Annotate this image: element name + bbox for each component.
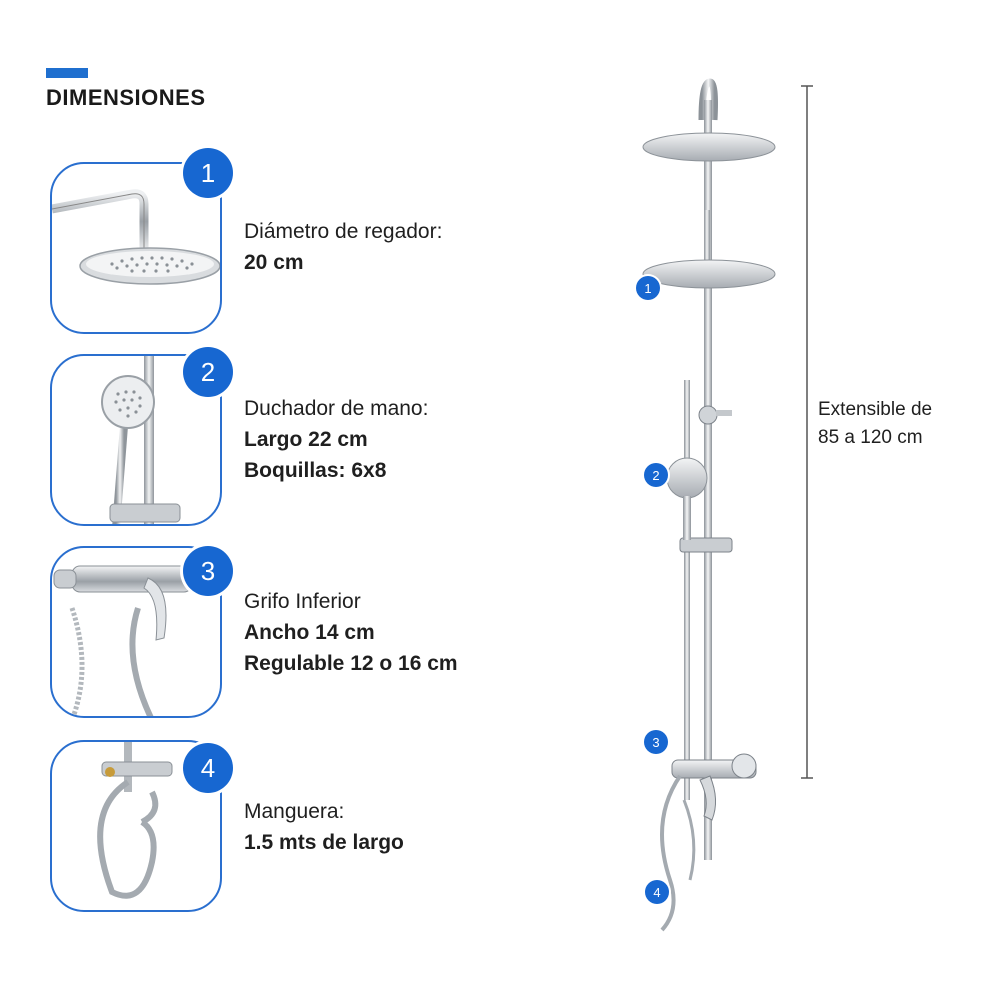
marker-hand-shower: 2	[644, 463, 668, 487]
step-badge-2: 2	[183, 347, 233, 397]
faucet-closeup-icon	[53, 565, 193, 716]
faucet-width: Ancho 14 cm	[244, 621, 375, 644]
hose-closeup-icon	[97, 742, 173, 899]
step-badge-4: 4	[183, 743, 233, 793]
shower-head-closeup-icon	[52, 189, 220, 285]
hand-shower-label: Duchador de mano:	[244, 397, 429, 420]
faucet-label: Grifo Inferior	[244, 590, 361, 613]
extension-text: Extensible de 85 a 120 cm	[818, 396, 932, 452]
shower-head-description: Diámetro de regador: 20 cm	[244, 216, 442, 278]
step-badge-1: 1	[183, 148, 233, 198]
hand-shower-nozzles: Boquillas: 6x8	[244, 459, 387, 482]
hand-shower-closeup-icon	[101, 356, 181, 524]
shower-head-label: Diámetro de regador:	[244, 220, 443, 243]
extension-line-2: 85 a 120 cm	[818, 427, 923, 448]
faucet-adjustable: Regulable 12 o 16 cm	[244, 652, 458, 675]
hand-shower-description: Duchador de mano: Largo 22 cm Boquillas:…	[244, 393, 428, 486]
marker-hose: 4	[645, 880, 669, 904]
marker-faucet: 3	[644, 730, 668, 754]
extension-dimension-line	[801, 85, 813, 779]
hose-description: Manguera: 1.5 mts de largo	[244, 796, 404, 858]
title-accent-bar	[46, 68, 88, 78]
extension-line-1: Extensible de	[818, 399, 933, 420]
page-title: DIMENSIONES	[46, 85, 206, 110]
faucet-description: Grifo Inferior Ancho 14 cm Regulable 12 …	[244, 586, 458, 679]
shower-column-illustration	[642, 78, 776, 932]
step-badge-3: 3	[183, 546, 233, 596]
hand-shower-length: Largo 22 cm	[244, 428, 368, 451]
hose-length: 1.5 mts de largo	[244, 831, 404, 854]
hose-label: Manguera:	[244, 800, 345, 823]
marker-shower-head: 1	[636, 276, 660, 300]
shower-head-diameter: 20 cm	[244, 251, 304, 274]
